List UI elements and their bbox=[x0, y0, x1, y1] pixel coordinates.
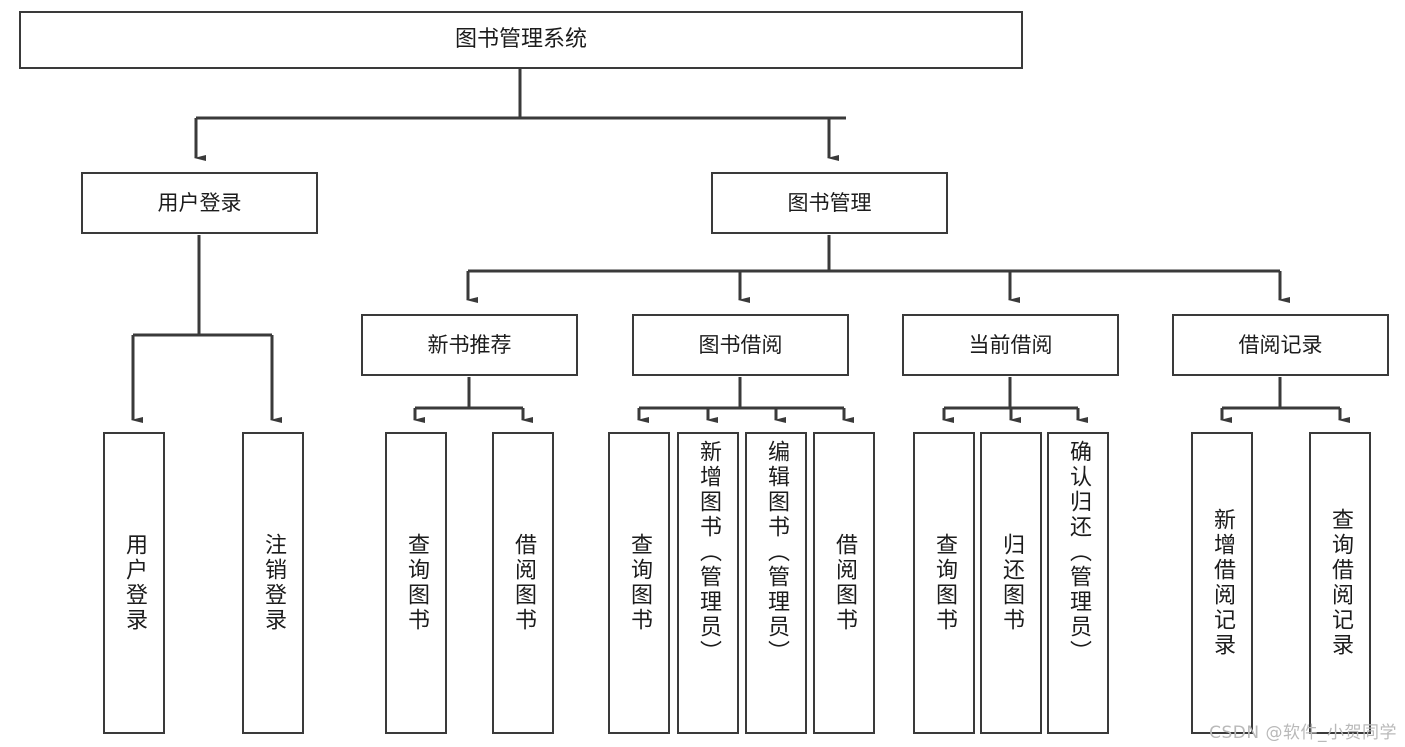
node-label: 用户登录 bbox=[157, 190, 242, 215]
leaf-new-book-borrow[interactable]: 借阅图书 bbox=[492, 432, 554, 734]
node-label: 查询图书 bbox=[931, 533, 957, 633]
leaf-user-login-login[interactable]: 用户登录 bbox=[103, 432, 165, 734]
node-root-book-management-system[interactable]: 图书管理系统 bbox=[19, 11, 1023, 69]
node-label: 新书推荐 bbox=[427, 332, 512, 357]
node-new-book-recommend[interactable]: 新书推荐 bbox=[361, 314, 578, 376]
leaf-new-book-query[interactable]: 查询图书 bbox=[385, 432, 447, 734]
node-book-borrow[interactable]: 图书借阅 bbox=[632, 314, 849, 376]
node-label: 借阅记录 bbox=[1238, 332, 1323, 357]
node-label: 注销登录 bbox=[260, 533, 286, 633]
node-label: 图书管理系统 bbox=[454, 27, 587, 53]
leaf-borrow-records-add[interactable]: 新增借阅记录 bbox=[1191, 432, 1253, 734]
node-label: 借阅图书 bbox=[510, 533, 536, 633]
leaf-book-borrow-query[interactable]: 查询图书 bbox=[608, 432, 670, 734]
node-label: 查询图书 bbox=[403, 533, 429, 633]
node-label: 归还图书 bbox=[998, 533, 1024, 633]
leaf-current-borrow-return[interactable]: 归还图书 bbox=[980, 432, 1042, 734]
node-label: 图书管理 bbox=[787, 190, 872, 215]
leaf-borrow-records-query[interactable]: 查询借阅记录 bbox=[1309, 432, 1371, 734]
node-label: 借阅图书 bbox=[831, 533, 857, 633]
node-user-login[interactable]: 用户登录 bbox=[81, 172, 318, 234]
node-book-management[interactable]: 图书管理 bbox=[711, 172, 948, 234]
node-label: 新增图书（管理员） bbox=[695, 440, 721, 665]
watermark: CSDN @软件_小贺同学 bbox=[1209, 723, 1397, 743]
leaf-book-borrow-borrow[interactable]: 借阅图书 bbox=[813, 432, 875, 734]
leaf-book-borrow-edit-admin[interactable]: 编辑图书（管理员） bbox=[745, 432, 807, 734]
node-label: 确认归还（管理员） bbox=[1065, 440, 1091, 665]
node-label: 编辑图书（管理员） bbox=[763, 440, 789, 665]
node-current-borrow[interactable]: 当前借阅 bbox=[902, 314, 1119, 376]
node-label: 图书借阅 bbox=[698, 332, 783, 357]
node-label: 当前借阅 bbox=[968, 332, 1053, 357]
leaf-book-borrow-add-admin[interactable]: 新增图书（管理员） bbox=[677, 432, 739, 734]
leaf-current-borrow-confirm-return-admin[interactable]: 确认归还（管理员） bbox=[1047, 432, 1109, 734]
node-label: 查询图书 bbox=[626, 533, 652, 633]
leaf-current-borrow-query[interactable]: 查询图书 bbox=[913, 432, 975, 734]
leaf-user-login-logout[interactable]: 注销登录 bbox=[242, 432, 304, 734]
node-label: 用户登录 bbox=[121, 533, 147, 633]
node-label: 新增借阅记录 bbox=[1209, 508, 1235, 658]
node-label: 查询借阅记录 bbox=[1327, 508, 1353, 658]
node-borrow-records[interactable]: 借阅记录 bbox=[1172, 314, 1389, 376]
